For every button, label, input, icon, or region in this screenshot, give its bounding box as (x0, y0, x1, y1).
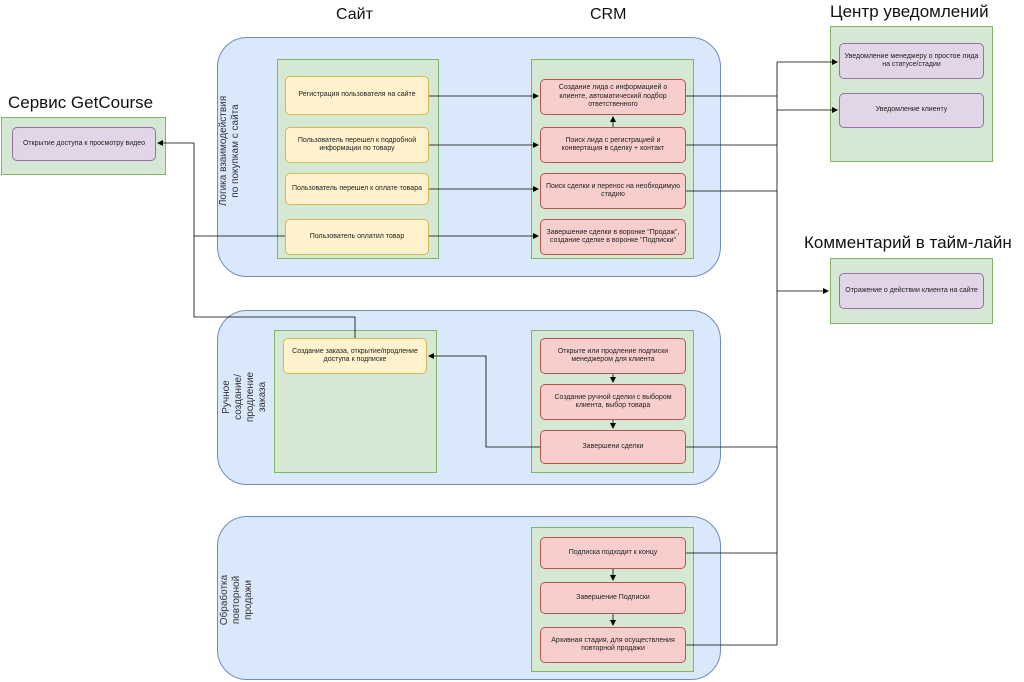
crm-step-manager-subscription: Открыте или продление подписки менеджеро… (540, 338, 686, 374)
crm-step-manual-deal: Создание ручной сделки с выбором клиента… (540, 384, 686, 420)
crm-step-convert-lead: Поиск лида с регистрацией и конвертация … (540, 127, 686, 163)
notify-manager-idle-lead: Уведомление менеджеру о простое лида на … (839, 43, 984, 79)
timeline-client-action: Отражение о действии клиента на сайте (839, 273, 984, 309)
timeline-title: Комментарий в тайм-лайн (804, 233, 1012, 252)
crm-step-close-sale: Завершение сделки в воронке "Продаж", со… (540, 219, 686, 255)
site-step-product-info: Пользователь перешел к подробной информа… (285, 127, 429, 163)
column-title-crm: CRM (590, 6, 627, 23)
crm-step-move-deal: Поиск сделки и перенос на необходимую ст… (540, 173, 686, 209)
site-step-checkout: Пользователь перешел к оплате товара (285, 173, 429, 205)
crm-step-subscription-ending: Подписка подходит к концу (540, 537, 686, 569)
notifications-title: Центр уведомлений (830, 2, 989, 21)
site-step-paid: Пользователь оплатил товар (285, 219, 429, 255)
site-step-create-order: Создание заказа, открытие/продление дост… (283, 338, 427, 374)
crm-step-create-lead: Создание лида с информацией о клиенте, а… (540, 79, 686, 115)
crm-step-archive-stage: Архивная стадия, для осуществления повто… (540, 627, 686, 663)
column-title-site: Сайт (336, 6, 373, 23)
lane-resale-label: Обработка повторной продажи (219, 574, 254, 626)
getcourse-title: Сервис GetCourse (8, 93, 154, 112)
lane-purchases-label: Логика взаимодействия по покупкам с сайт… (218, 95, 241, 207)
getcourse-open-access: Открытие доступа к просмотру видео (12, 127, 156, 161)
crm-step-finish-deal: Завершени сделки (540, 430, 686, 464)
site-step-registration: Регистрация пользователя на сайте (285, 76, 429, 115)
crm-step-finish-subscription: Завершение Подписки (540, 582, 686, 614)
notify-client: Уведомление клиенту (839, 93, 984, 128)
lane-manual-label: Ручное создание/ продление заказа (221, 371, 268, 423)
